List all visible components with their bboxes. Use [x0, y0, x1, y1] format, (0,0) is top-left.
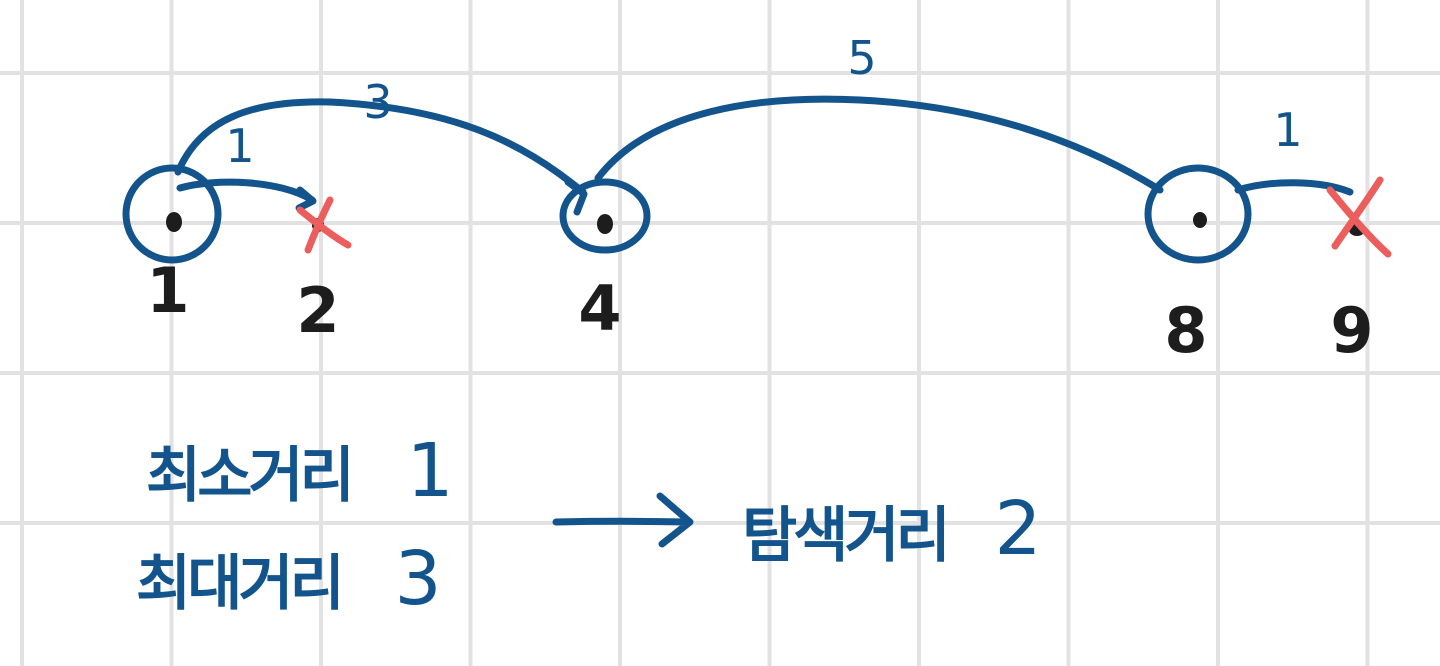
- edge-1-2-weight: 1: [225, 119, 254, 173]
- edge-1-2: [176, 178, 316, 204]
- node-1-label: 1: [146, 254, 189, 327]
- edge-8-9-weight: 1: [1273, 103, 1302, 157]
- node-2: 2: [296, 196, 352, 347]
- edge-4-8-weight: 5: [847, 31, 876, 85]
- node-8-label: 8: [1164, 294, 1207, 367]
- node-4-dot: [597, 214, 613, 234]
- node-4-label: 4: [578, 272, 621, 345]
- node-2-label: 2: [296, 274, 339, 347]
- result-arrow-icon: [552, 492, 694, 548]
- node-2-cross-icon: [296, 196, 352, 254]
- max-distance-value: 3: [394, 536, 441, 622]
- node-4-selection-circle: [559, 178, 651, 254]
- max-distance-label: 최대거리: [136, 549, 341, 619]
- node-9: 9: [1326, 176, 1392, 367]
- edge-1-2-arrowhead: [295, 186, 317, 212]
- node-4: 4: [559, 178, 651, 345]
- node-8-dot: [1193, 212, 1207, 228]
- edge-1-4-arrowhead: [564, 178, 588, 216]
- search-distance-label: 탐색거리: [742, 501, 947, 571]
- summary-block: 최소거리 1 최대거리 3 탐색거리 2: [136, 428, 1042, 622]
- edge-1-4: [174, 98, 587, 196]
- edge-1-4-weight: 3: [363, 75, 392, 129]
- node-9-label: 9: [1330, 294, 1373, 367]
- node-1-dot: [166, 212, 182, 232]
- min-distance-value: 1: [406, 428, 453, 514]
- node-8-selection-circle: [1144, 164, 1252, 264]
- min-distance-label: 최소거리: [146, 441, 351, 511]
- node-9-cross-icon: [1326, 176, 1392, 258]
- search-distance-value: 2: [994, 486, 1041, 572]
- node-1-selection-circle: [122, 164, 222, 264]
- node-1: 1: [122, 164, 222, 327]
- node-8: 8: [1144, 164, 1252, 367]
- edge-4-8: [594, 95, 1164, 194]
- edges-group: [174, 95, 1354, 216]
- edge-8-9: [1234, 179, 1354, 196]
